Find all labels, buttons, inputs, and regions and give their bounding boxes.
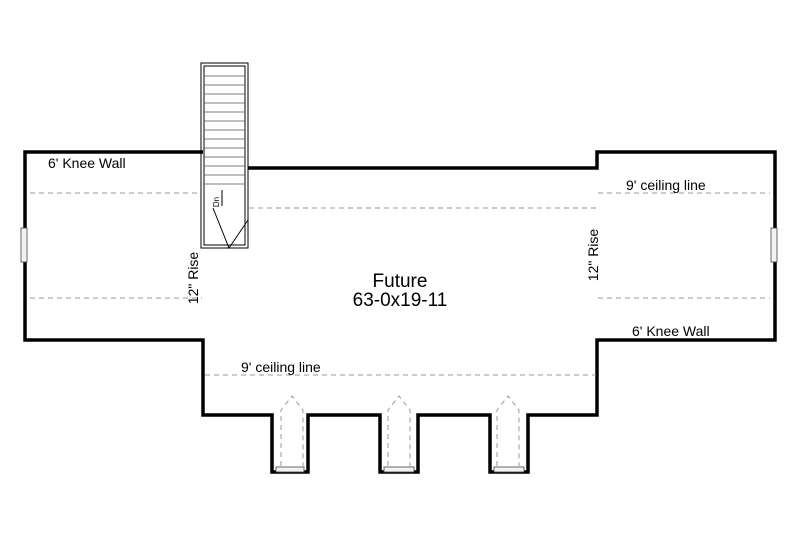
knee-wall-right-label: 6' Knee Wall (632, 323, 710, 339)
ceiling-line-right-label: 9' ceiling line (626, 177, 706, 193)
knee-wall-left-label: 6' Knee Wall (48, 155, 126, 171)
exterior-wall (23, 150, 777, 474)
left-window (20, 227, 28, 263)
ceiling-line-bottom-label: 9' ceiling line (241, 359, 321, 375)
room-dimensions: 63-0x19-11 (353, 290, 448, 311)
rise-left-label: 12" Rise (185, 252, 201, 305)
room-name: Future (373, 271, 428, 292)
right-window (770, 227, 778, 263)
dormer-sill-2 (383, 466, 415, 473)
stairwell (200, 62, 249, 250)
stair-down-label: Dn (212, 197, 221, 207)
dormer-sill-3 (493, 466, 525, 473)
dormers (280, 395, 520, 466)
dormer-sill-1 (275, 466, 305, 473)
rise-right-label: 12" Rise (585, 229, 601, 282)
